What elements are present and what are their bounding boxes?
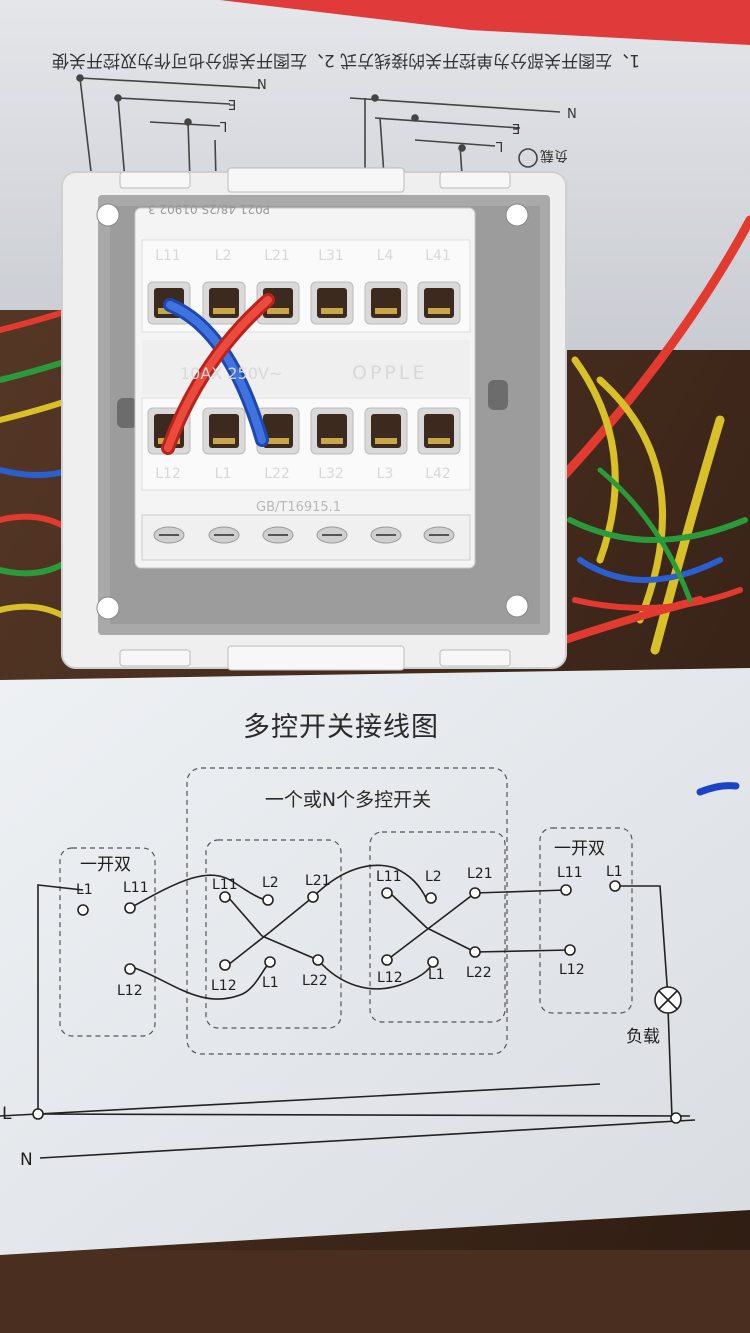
- top-terminal-slot: [202, 281, 246, 325]
- m1-l22: L22: [302, 973, 328, 989]
- box-right-e: E: [512, 120, 521, 135]
- bottom-terminal-slot: [256, 407, 300, 455]
- box-left-l: L: [220, 118, 228, 133]
- box-right-diagram: [349, 94, 561, 176]
- screw: [423, 526, 455, 544]
- wire-bundle-right: [555, 215, 750, 655]
- left-l11: L11: [123, 880, 149, 896]
- screw-row: [153, 526, 455, 544]
- left-switch-title: 一开双: [80, 855, 131, 875]
- right-l11: L11: [557, 865, 583, 881]
- top-terminal-label: L11: [155, 248, 181, 264]
- line-n: [39, 1119, 696, 1159]
- line-l-label: L: [2, 1104, 12, 1124]
- load-lamp-icon: [654, 986, 682, 1014]
- m2-l22: L22: [466, 965, 492, 981]
- m1-l12: L12: [211, 978, 237, 994]
- load-label: 负载: [626, 1027, 660, 1047]
- left-l12: L12: [117, 983, 143, 999]
- bottom-terminal-slot: [202, 407, 246, 455]
- m1-l21: L21: [305, 873, 331, 889]
- terminal-dots: [32, 880, 682, 1124]
- bottom-terminal-slot: [364, 407, 408, 455]
- m1-l1: L1: [262, 975, 279, 991]
- line-l: [37, 1113, 691, 1117]
- top-terminal-label: L4: [376, 248, 394, 264]
- screw: [370, 526, 402, 544]
- left-l1: L1: [76, 882, 93, 898]
- circuit-lines: [0, 864, 696, 1159]
- multi-group-box: [186, 767, 508, 1055]
- bottom-terminal-slot: [417, 407, 461, 455]
- bottom-terminal-row: [147, 407, 461, 455]
- multi2-box: [369, 831, 506, 1023]
- floor: [0, 1250, 750, 1333]
- bottom-terminal-label: L1: [214, 466, 232, 482]
- screw: [316, 526, 348, 544]
- multi1-box: [205, 839, 342, 1029]
- bottom-terminal-slot: [310, 407, 354, 455]
- right-switch-title: 一开双: [554, 839, 605, 859]
- box-instruction-text: 1、左图开关部分为单控开关的接线方式 2、左图开关部分也可作为双控开关使: [51, 50, 640, 70]
- switch-rating: 10AX 250V~: [180, 364, 283, 383]
- bottom-terminal-label: L32: [318, 466, 344, 482]
- screw: [262, 526, 294, 544]
- box-left-e: E: [228, 96, 237, 111]
- line-l-left: [0, 1083, 601, 1117]
- top-terminal-label: L41: [425, 248, 451, 264]
- card-title: 多控开关接线图: [243, 712, 439, 743]
- left-switch-box: [59, 847, 156, 1037]
- top-terminal-label: L2: [214, 248, 232, 264]
- right-l1: L1: [606, 864, 623, 880]
- box-right-n: N: [567, 104, 577, 119]
- pen-mark: [696, 782, 740, 796]
- top-terminal-label: L31: [318, 248, 344, 264]
- top-terminal-slot: [256, 281, 300, 325]
- switch-standard: GB/T16915.1: [256, 500, 342, 515]
- m2-l21: L21: [467, 866, 493, 882]
- jumper-wires: [161, 293, 275, 455]
- screw: [153, 526, 185, 544]
- bottom-terminal-label: L22: [264, 466, 290, 482]
- screw: [208, 526, 240, 544]
- box-right-load: 负载: [540, 147, 568, 163]
- m2-l11: L11: [376, 869, 402, 885]
- m2-l2: L2: [425, 869, 442, 885]
- right-switch-box: [539, 827, 633, 1014]
- line-n-label: N: [20, 1150, 33, 1170]
- diagram-card: [0, 668, 750, 1255]
- bottom-terminal-label: L3: [376, 466, 394, 482]
- m1-l11: L11: [212, 877, 238, 893]
- switch-serial: P021 48/2S 01902 3: [148, 202, 270, 216]
- top-terminal-slot: [417, 281, 461, 325]
- m2-l12: L12: [377, 970, 403, 986]
- top-terminal-label: L21: [264, 248, 290, 264]
- box-right-l: L: [496, 138, 504, 153]
- top-terminal-slot: [364, 281, 408, 325]
- multi-group-label: 一个或N个多控开关: [264, 789, 432, 811]
- m2-l1: L1: [428, 967, 445, 983]
- box-left-n: N: [257, 75, 267, 90]
- m1-l2: L2: [262, 875, 279, 891]
- bottom-terminal-label: L12: [155, 466, 181, 482]
- box-red-stripe: [220, 0, 750, 45]
- switch-brand: OPPLE: [352, 362, 428, 384]
- top-terminal-slot: [310, 281, 354, 325]
- bottom-terminal-label: L42: [425, 466, 451, 482]
- right-l12: L12: [559, 962, 585, 978]
